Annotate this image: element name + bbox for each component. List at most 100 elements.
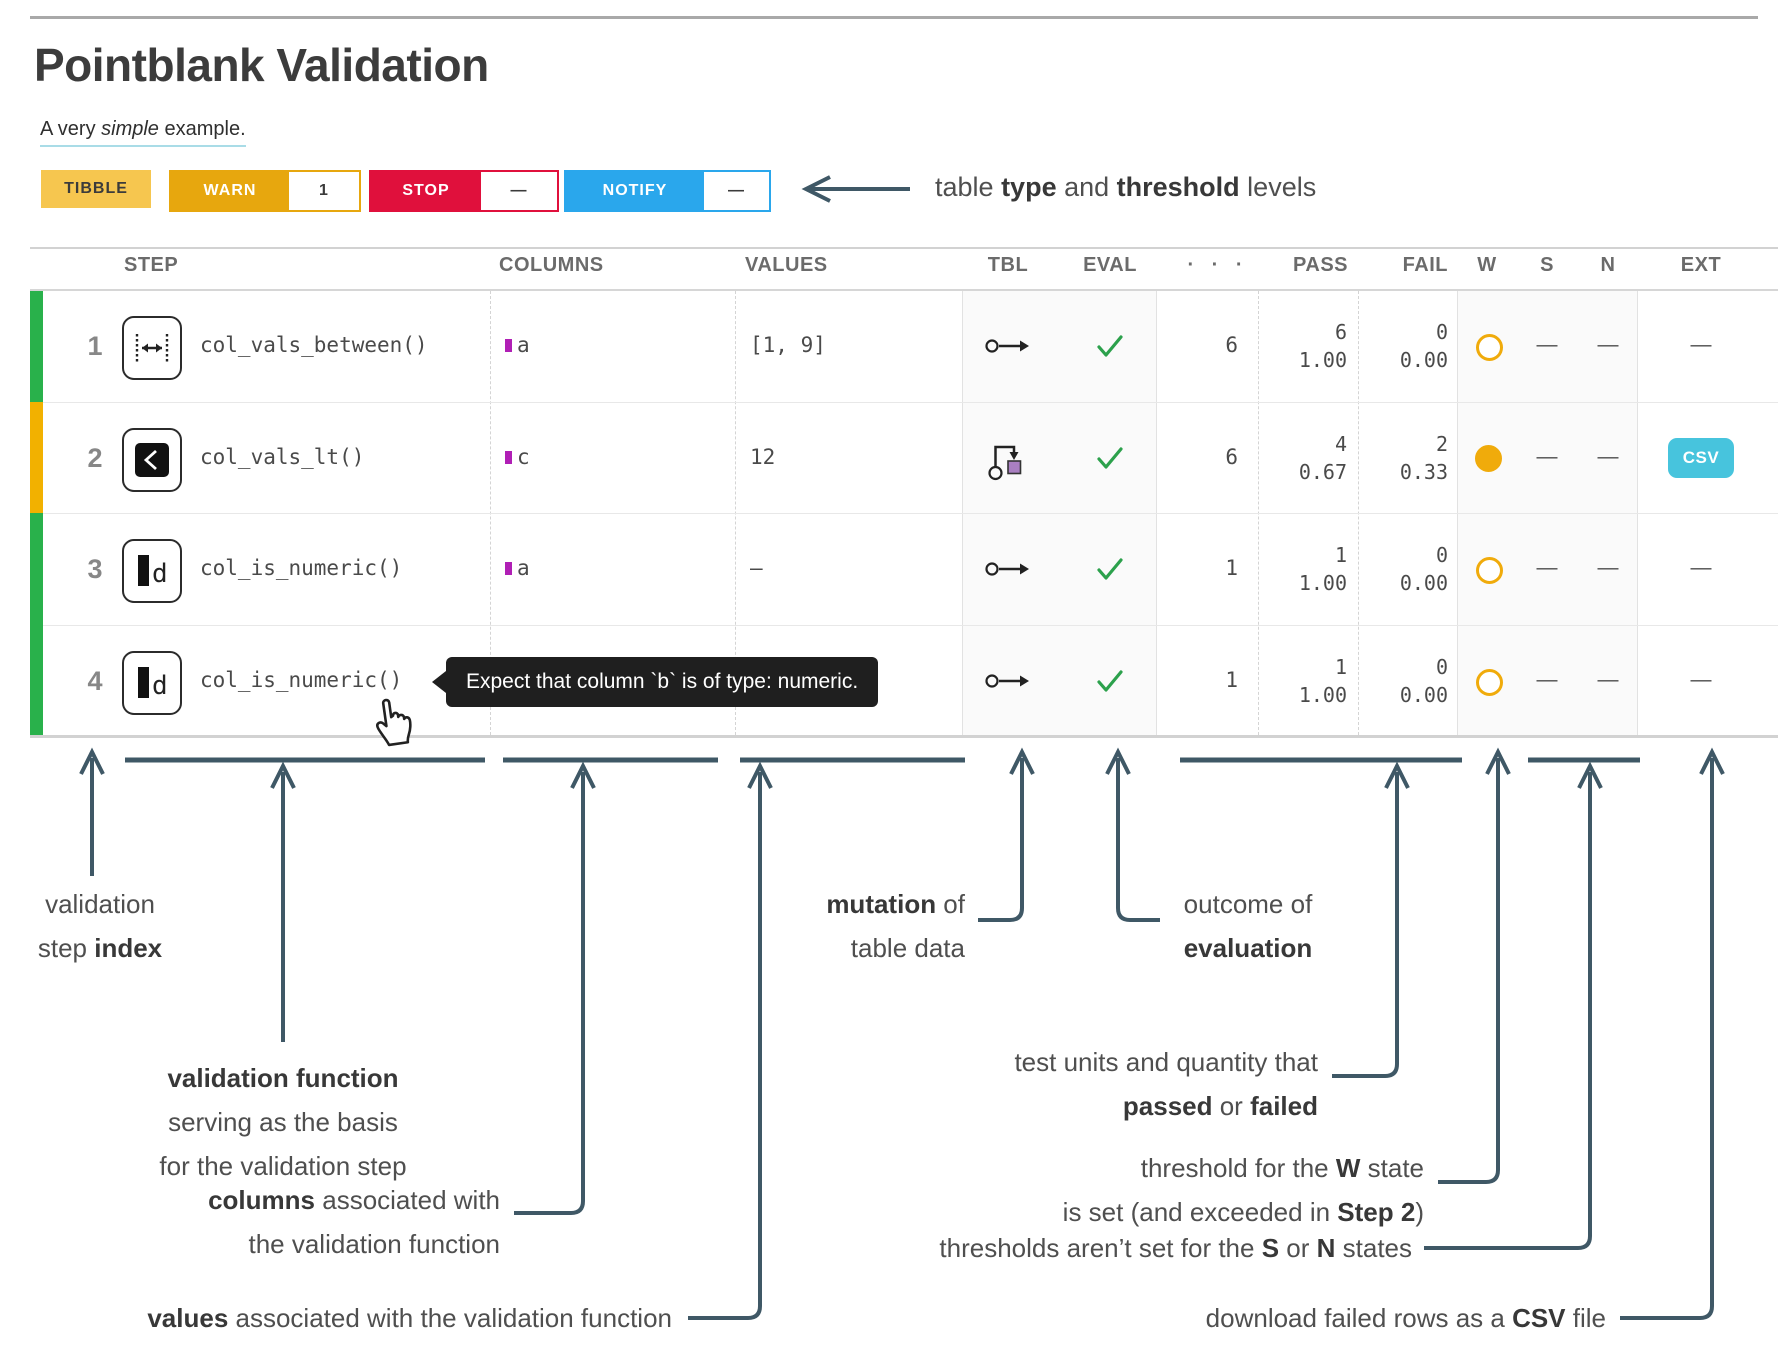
n-cell: — (1597, 668, 1619, 691)
function-name[interactable]: col_vals_between() (200, 333, 428, 357)
no-mutation-icon (985, 668, 1031, 699)
n-cell: — (1597, 445, 1619, 468)
values-cell: [1, 9] (750, 333, 826, 357)
annotation-test-units: test units and quantity that passed or f… (1014, 1047, 1318, 1121)
stop-label: STOP (371, 172, 481, 210)
test-units-cell: 6 (1225, 445, 1238, 469)
values-cell: 12 (750, 445, 776, 469)
header-tbl: TBL (987, 254, 1029, 276)
header-eval: EVAL (1083, 254, 1137, 276)
check-icon (1096, 446, 1124, 475)
header-dots: · · · (1187, 254, 1249, 276)
table-type-badge[interactable]: TIBBLE (41, 170, 151, 208)
function-name[interactable]: col_is_numeric() (200, 668, 403, 692)
header-pass: PASS (1293, 254, 1348, 276)
page-title: Pointblank Validation (34, 39, 489, 91)
ext-cell: — (1690, 668, 1712, 691)
mutation-icon (988, 435, 1028, 486)
csv-download-button[interactable]: CSV (1668, 438, 1734, 478)
test-units-cell: 1 (1225, 556, 1238, 580)
check-icon (1096, 334, 1124, 363)
notify-value: — (704, 172, 769, 210)
status-bar-green (30, 513, 43, 625)
column-chip: c (505, 445, 530, 469)
status-bar-green (30, 625, 43, 735)
notify-label: NOTIFY (566, 172, 704, 210)
no-mutation-icon (985, 556, 1031, 587)
annotation-sn-thresholds: thresholds aren’t set for the S or N sta… (939, 1233, 1412, 1263)
row-separator (30, 513, 1778, 514)
values-cell: — (750, 556, 763, 580)
w-threshold-open-circle-icon (1476, 334, 1503, 361)
header-step: STEP (124, 254, 179, 276)
is-numeric-icon: d (122, 651, 182, 715)
w-threshold-filled-circle-icon (1475, 445, 1502, 472)
check-icon (1096, 557, 1124, 586)
s-cell: — (1536, 668, 1558, 691)
header-columns: COLUMNS (499, 254, 604, 276)
step-index: 3 (87, 554, 103, 584)
ext-cell: — (1690, 556, 1712, 579)
stop-value: — (481, 172, 557, 210)
function-name[interactable]: col_vals_lt() (200, 445, 365, 469)
ext-cell: — (1690, 333, 1712, 356)
annotation-w-threshold: threshold for the W state is set (and ex… (1062, 1153, 1424, 1227)
s-cell: — (1536, 445, 1558, 468)
column-chip: a (505, 556, 530, 580)
w-threshold-open-circle-icon (1476, 557, 1503, 584)
header-bottom-border (30, 289, 1778, 291)
tooltip: Expect that column `b` is of type: numer… (432, 657, 879, 707)
w-threshold-open-circle-icon (1476, 669, 1503, 696)
column-swatch (505, 339, 512, 352)
status-bar-green (30, 291, 43, 402)
less-than-icon (122, 428, 182, 492)
s-cell: — (1536, 333, 1558, 356)
annotation-type-thresholds: table type and threshold levels (935, 172, 1317, 202)
no-mutation-icon (985, 333, 1031, 364)
stop-threshold-badge[interactable]: STOP — (369, 170, 559, 212)
step-index: 2 (87, 443, 103, 473)
column-chip: a (505, 333, 530, 357)
header-n: N (1600, 254, 1616, 276)
step-index: 4 (87, 666, 103, 696)
page-subtitle: A very simple example. (40, 118, 246, 147)
test-units-cell: 1 (1225, 668, 1238, 692)
annotation-columns: columns associated with the validation f… (208, 1185, 500, 1259)
hand-cursor-icon (368, 691, 420, 754)
header-w: W (1477, 254, 1497, 276)
function-name[interactable]: col_is_numeric() (200, 556, 403, 580)
between-icon (122, 316, 182, 380)
table-bottom-border (30, 735, 1778, 738)
column-swatch (505, 562, 512, 575)
n-cell: — (1597, 333, 1619, 356)
warn-threshold-badge[interactable]: WARN 1 (169, 170, 361, 212)
warn-value: 1 (289, 172, 359, 210)
svg-text:d: d (152, 559, 168, 589)
check-icon (1096, 669, 1124, 698)
warn-label: WARN (171, 172, 289, 210)
test-units-cell: 6 (1225, 333, 1238, 357)
top-rule (30, 16, 1758, 19)
notify-threshold-badge[interactable]: NOTIFY — (564, 170, 771, 212)
table-top-border (30, 247, 1778, 249)
tooltip-text: Expect that column `b` is of type: numer… (446, 657, 879, 707)
row-separator (30, 625, 1778, 626)
header-fail: FAIL (1402, 254, 1448, 276)
annotation-csv-download: download failed rows as a CSV file (1205, 1303, 1606, 1333)
header-values: VALUES (745, 254, 828, 276)
svg-text:d: d (152, 671, 168, 701)
annotation-mutation: mutation of table data (826, 889, 965, 963)
header-ext: EXT (1680, 254, 1722, 276)
annotation-step-index: validation step index (37, 889, 163, 963)
header-s: S (1540, 254, 1554, 276)
is-numeric-icon: d (122, 539, 182, 603)
s-cell: — (1536, 556, 1558, 579)
